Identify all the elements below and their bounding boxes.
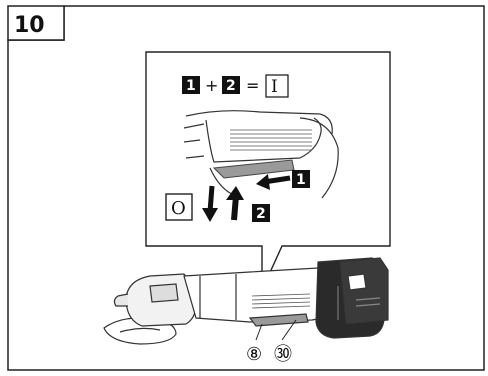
callout-part-30: ㉚ [274,344,292,365]
formula-equals: = [246,76,259,95]
push-step-label: 1 [296,172,306,188]
step-number: 10 [14,13,45,38]
callout-part-8: ⑧ [246,344,262,365]
formula-term-1: 1 [186,78,196,94]
off-symbol: O [171,198,186,219]
formula-row: 1 + 2 = I [182,75,288,97]
formula-plus: + [205,76,218,95]
angle-grinder [104,258,388,344]
on-symbol: I [271,77,278,97]
lift-step-label: 2 [256,206,266,222]
formula-term-2: 2 [226,78,236,94]
